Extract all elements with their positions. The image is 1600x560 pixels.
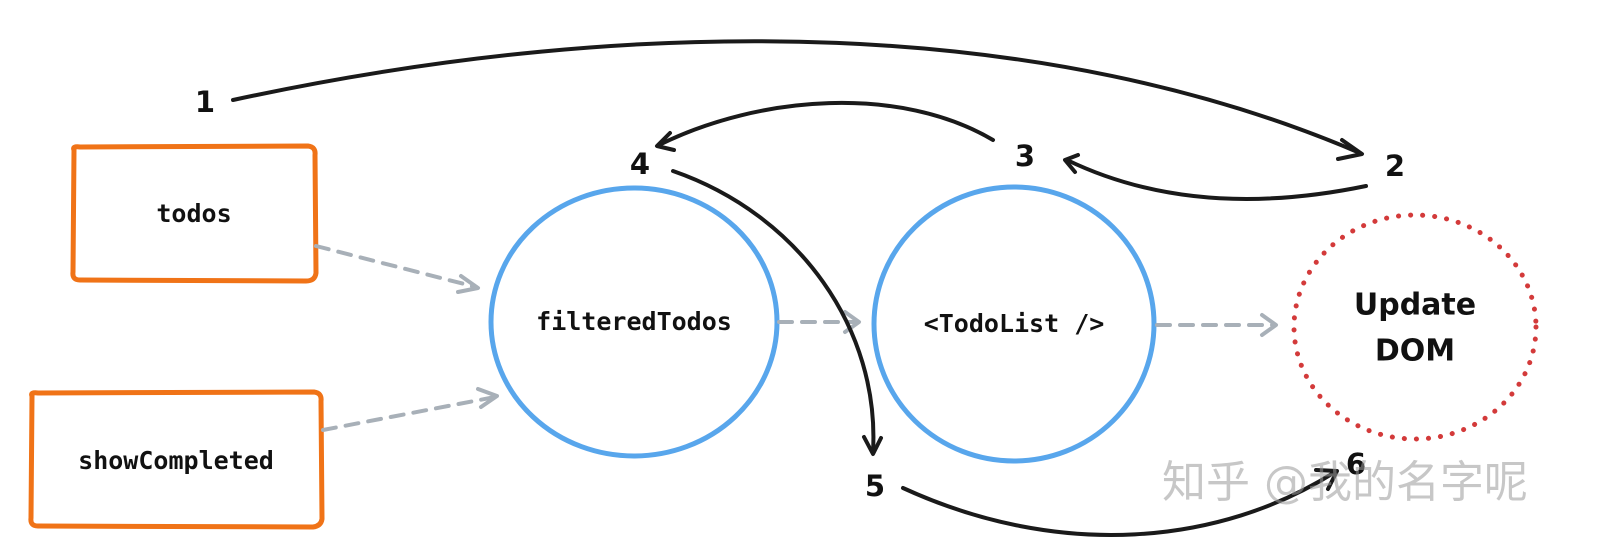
flow-arrow-1-to-2	[231, 39, 1364, 161]
node-update-dom-line1: Update	[1354, 288, 1476, 323]
dependency-edge-todos-to-filtered	[314, 244, 480, 294]
node-show-completed: showCompleted	[28, 389, 325, 530]
watermark-text: 知乎 @我的名字呢	[1162, 457, 1528, 508]
node-filtered-todos-label: filteredTodos	[536, 307, 732, 336]
node-update-dom: Update DOM	[1291, 212, 1539, 442]
step-label-4: 4	[630, 147, 650, 181]
node-filtered-todos: filteredTodos	[488, 185, 780, 459]
flow-arrow-2-to-3	[1063, 153, 1368, 201]
step-label-3: 3	[1015, 139, 1035, 173]
flow-arrow-5-to-6	[901, 468, 1339, 537]
step-label-1: 1	[195, 85, 215, 119]
node-todos: todos	[70, 143, 319, 284]
flow-arrow-3-to-4	[655, 100, 995, 152]
step-label-6: 6	[1346, 447, 1366, 481]
node-todo-list: <TodoList />	[871, 184, 1157, 464]
node-update-dom-line2: DOM	[1375, 334, 1455, 369]
step-label-5: 5	[865, 469, 885, 503]
node-todo-list-label: <TodoList />	[924, 309, 1105, 338]
dependency-edge-showcompleted-to-filtered	[321, 387, 499, 432]
flow-arrow-4-to-5	[671, 169, 883, 456]
step-label-2: 2	[1385, 149, 1405, 183]
node-todos-label: todos	[156, 199, 231, 228]
node-show-completed-label: showCompleted	[78, 446, 274, 475]
dependency-edge-todolist-to-dom	[1155, 313, 1278, 337]
